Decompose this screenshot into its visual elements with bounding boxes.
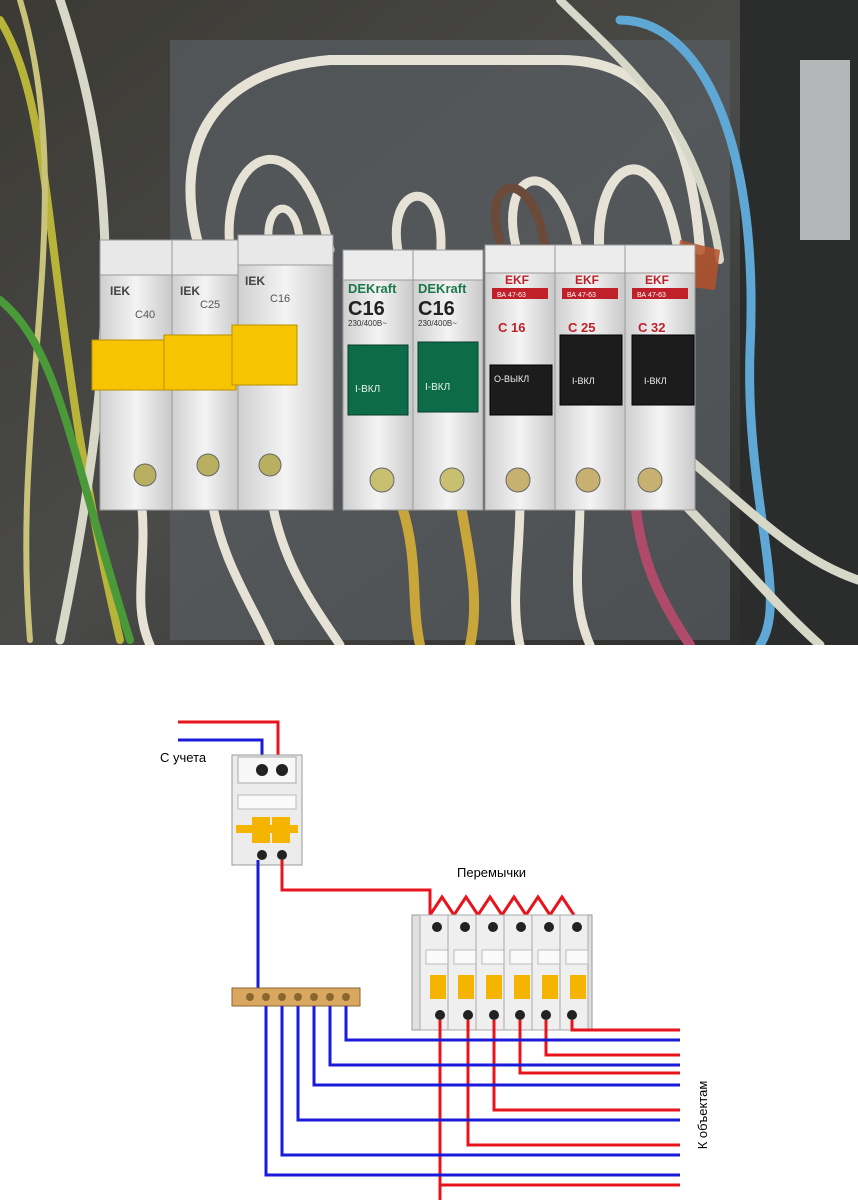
breaker-brand: IEK	[245, 274, 265, 288]
breaker-iek-c40: IEK C40	[91, 239, 173, 511]
breaker-rating: C 32	[638, 320, 665, 335]
outgoing-phase-wires	[438, 1020, 680, 1200]
breaker-dekraft-2: DEKraft C16 230/400В~ I-ВКЛ	[412, 249, 484, 511]
breaker-group	[411, 914, 593, 1031]
main-phase-out	[280, 860, 432, 915]
breaker-row: IEK C40 IEK C25 IEK C16 DEKraft C16 230	[91, 234, 696, 511]
breaker-brand: EKF	[575, 273, 599, 287]
breaker-brand: EKF	[645, 273, 669, 287]
to-objects-label: К объектам	[695, 1081, 710, 1150]
breaker-2	[447, 914, 477, 1031]
breaker-brand: DEKraft	[348, 281, 397, 296]
neutral-busbar	[231, 987, 361, 1007]
breaker-spec: 230/400В~	[418, 319, 457, 328]
lever-label: I-ВКЛ	[572, 376, 595, 386]
breaker-brand: IEK	[180, 284, 200, 298]
jumpers-label: Перемычки	[457, 865, 526, 880]
lever-label: I-ВКЛ	[644, 376, 667, 386]
outgoing-neutral-wires	[264, 1006, 680, 1177]
breaker-iek-c25: IEK C25	[163, 239, 239, 511]
breaker-1	[419, 914, 449, 1031]
breaker-model: ВА 47-63	[497, 292, 526, 299]
breaker-rating: C 25	[568, 320, 595, 335]
breaker-ekf-c32: EKF ВА 47-63 C 32 I-ВКЛ	[624, 244, 696, 511]
from-meter-label: С учета	[160, 750, 207, 765]
wiring-diagram: С учета Перемычки	[160, 720, 710, 1200]
breaker-model: ВА 47-63	[567, 292, 596, 299]
breaker-brand: EKF	[505, 273, 529, 287]
breaker-rating: C40	[135, 309, 155, 321]
lever-label: I-ВКЛ	[355, 384, 380, 395]
breaker-6	[559, 914, 589, 1031]
lever-label: I-ВКЛ	[425, 382, 450, 393]
breaker-brand: IEK	[110, 284, 130, 298]
breaker-ekf-c16: EKF ВА 47-63 C 16 O-ВЫКЛ	[484, 244, 556, 511]
breaker-ekf-c25: EKF ВА 47-63 C 25 I-ВКЛ	[554, 244, 626, 511]
lever-label: O-ВЫКЛ	[494, 374, 529, 384]
breaker-3	[475, 914, 505, 1031]
breaker-rating: C 16	[498, 320, 525, 335]
breaker-dekraft-1: DEKraft C16 230/400В~ I-ВКЛ	[342, 249, 414, 511]
breaker-rating: C16	[348, 298, 385, 320]
breaker-brand: DEKraft	[418, 281, 467, 296]
main-breaker	[231, 754, 303, 866]
breaker-iek-c16: IEK C16	[231, 234, 334, 511]
breaker-rating: C16	[270, 293, 290, 305]
input-neutral-wire	[178, 738, 264, 760]
breaker-4	[503, 914, 533, 1031]
breaker-spec: 230/400В~	[348, 319, 387, 328]
jumper-wire	[428, 894, 576, 918]
breaker-5	[531, 914, 561, 1031]
breaker-rating: C16	[418, 298, 455, 320]
breaker-rating: C25	[200, 299, 220, 311]
input-phase-wire	[178, 720, 280, 760]
breaker-model: ВА 47-63	[637, 292, 666, 299]
